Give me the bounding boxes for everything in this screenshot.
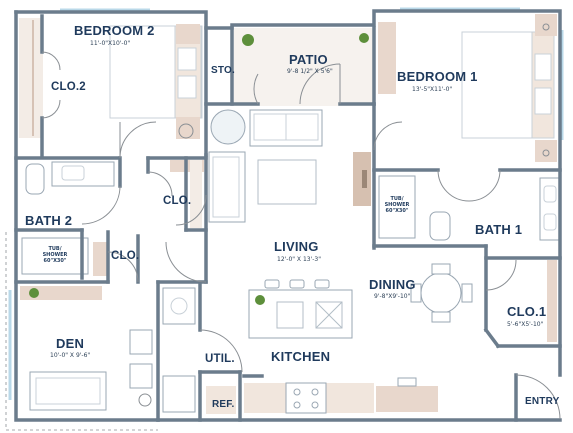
patio-plant-right [359,33,369,43]
patio-storage [205,33,232,99]
den-name: DEN [56,336,85,351]
utility-label: UTIL. [205,353,235,365]
storage-label: STO. [211,65,235,76]
bedroom2-name: BEDROOM 2 [74,23,155,38]
bedroom1-headboard [531,31,555,139]
den-chair-bottom [129,363,153,389]
dining-table [420,272,462,314]
bath2-tub [21,237,89,275]
clo2-shelf [19,18,43,138]
living-dimensions: 12'-0" X 13'-3" [277,256,321,263]
bedroom2-pillow-top [177,47,197,71]
refrigerator-label: REF. [212,399,235,410]
kitchen-range [285,382,327,414]
kitchen-name: KITCHEN [271,349,331,364]
living-ottoman [257,159,317,205]
bedroom1-dimensions: 13'-5"X11'-0" [412,86,453,93]
entry-label: ENTRY [525,396,560,407]
bath1-tub [378,175,416,239]
bedroom1-pillow-top [534,53,552,81]
bedroom1-dresser [378,22,396,94]
bedroom1-nightstand-top [535,14,557,36]
den-chair-top [129,329,153,355]
bedroom1-nightstand-bottom [535,140,557,162]
bedroom2-fan [178,123,194,139]
bedroom2-pillow-bottom [177,75,197,99]
kitchen-washer [162,287,196,325]
patio-plant-left [242,34,254,46]
bath1-name: BATH 1 [475,222,523,237]
island-plant [255,295,265,305]
bedroom2-dimensions: 11'-0"X10'-0" [90,40,131,47]
clo1-dimensions: 5'-6"X5'-10" [507,321,544,328]
bedroom1-pillow-bottom [534,87,552,115]
den-console [20,286,102,300]
patio-name: PATIO [289,52,328,67]
den-plant [29,288,39,298]
clo2-label: CLO.2 [51,81,86,93]
bedroom2-nightstand-bottom [176,117,200,139]
hall-closet-label: CLO. [163,195,192,207]
kitchen-dryer [162,375,196,413]
bath2-closet-label: CLO. [111,250,140,262]
den-dimensions: 10'-0" X 9'-6" [50,352,91,359]
bath2-name: BATH 2 [25,213,73,228]
refrigerator [206,386,236,414]
bath2-toilet [25,163,45,195]
dining-name: DINING [369,277,416,292]
clo1-name: CLO.1 [507,304,547,319]
patio-dimensions: 9'-8 1/2" X 5'6" [287,68,333,75]
bedroom2-nightstand-top [176,24,200,44]
patio-floor [234,28,374,106]
dining-dimensions: 9'-8"X9'-10" [374,293,411,300]
bedroom1-name: BEDROOM 1 [397,69,478,84]
living-name: LIVING [274,239,319,254]
living-round-table [210,109,246,145]
entry-bench [376,386,438,412]
bath1-toilet [429,211,451,241]
